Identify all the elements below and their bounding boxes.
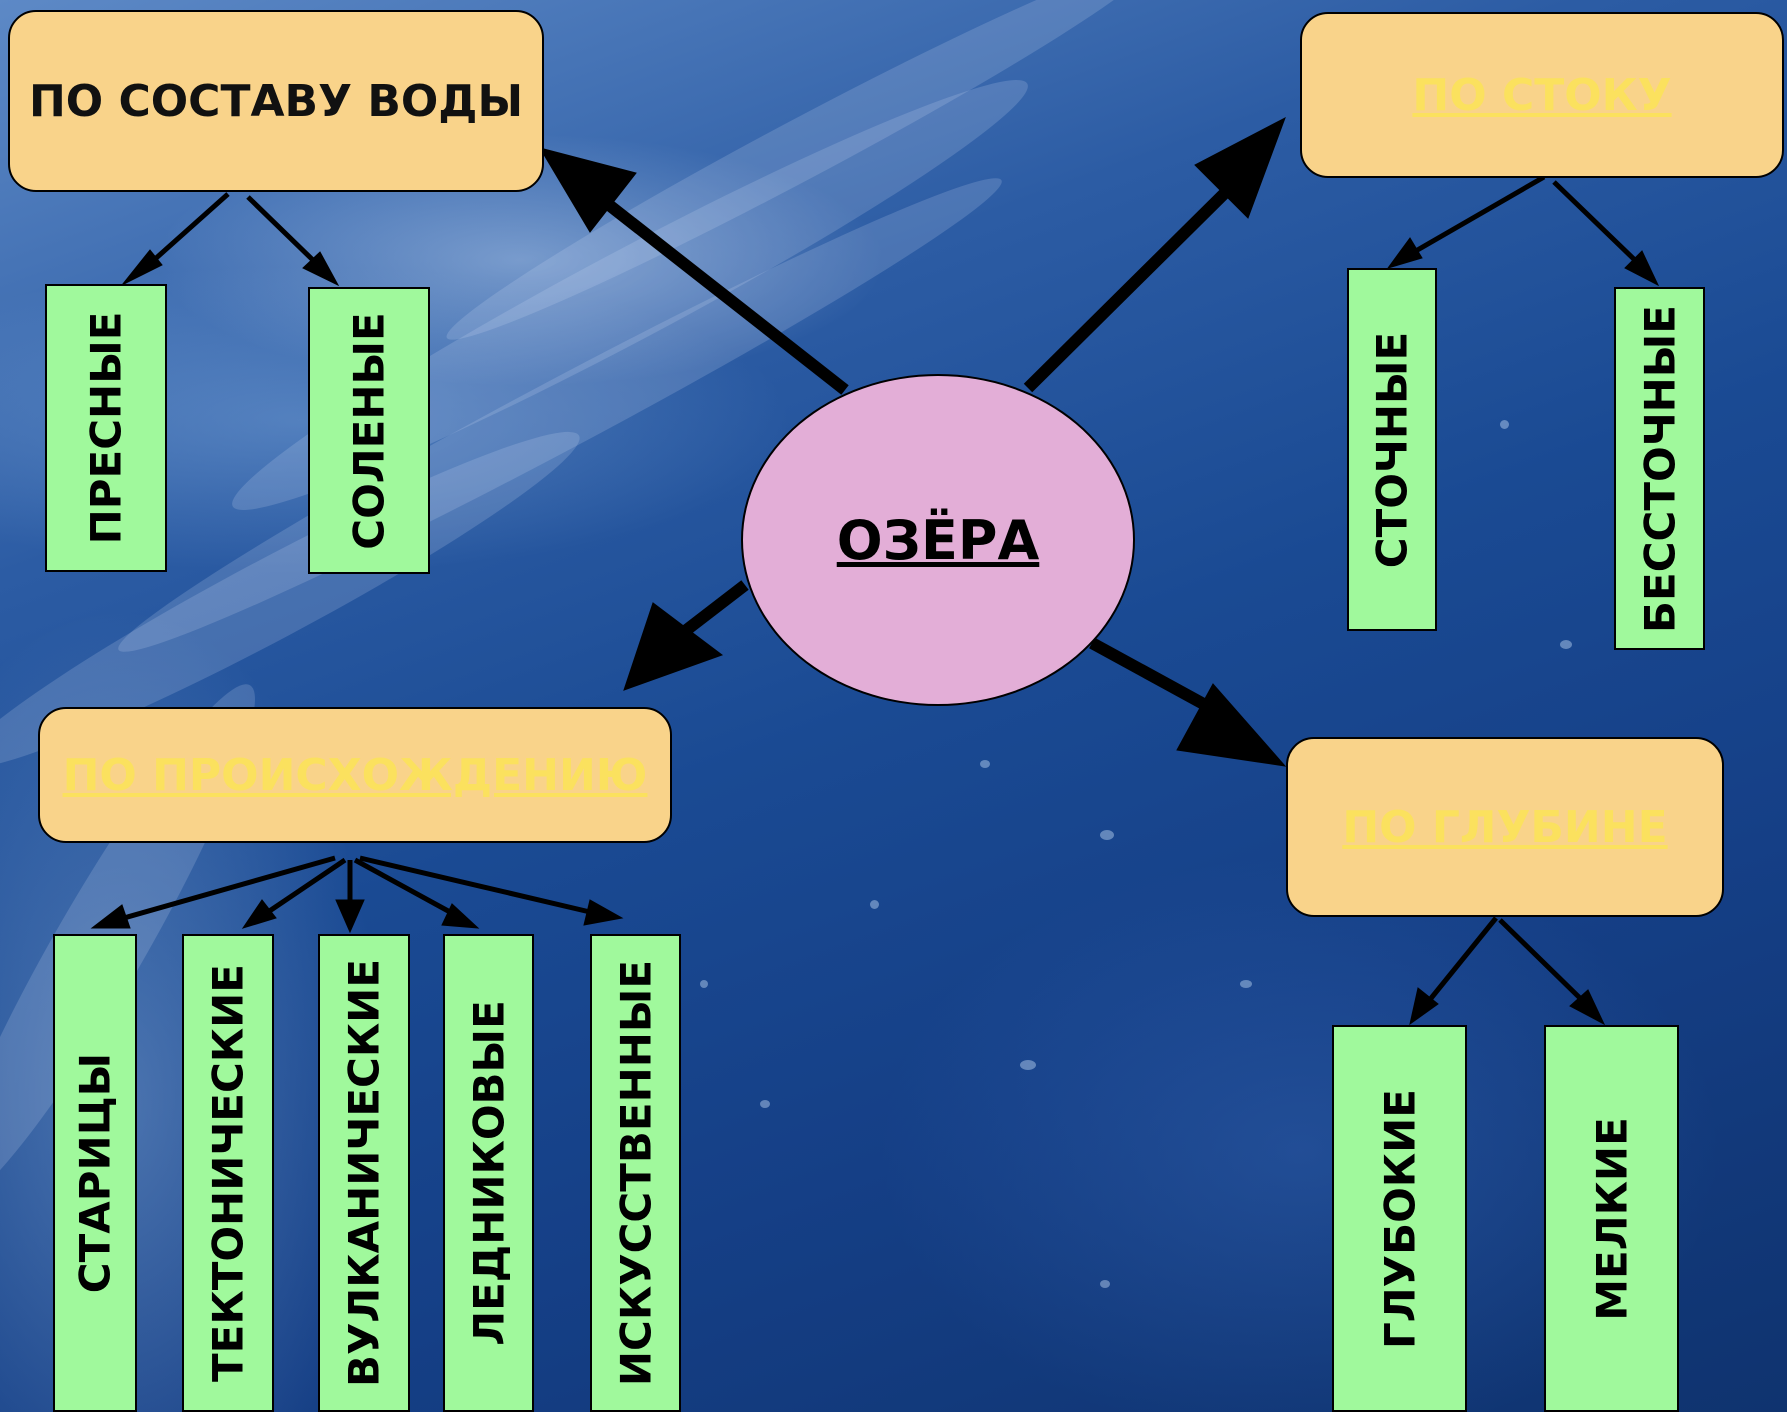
arrowhead-presnye <box>121 249 163 286</box>
category-origin-link[interactable]: ПО ПРОИСХОЖДЕНИЮ <box>38 707 672 843</box>
arrowhead-tektonicheskie <box>241 899 277 929</box>
arrowhead-stochnye <box>1386 237 1423 269</box>
leaf-besstochnye: БЕССТОЧНЫЕ <box>1614 287 1705 650</box>
arrowhead-origin <box>623 602 724 691</box>
category-composition: ПО СОСТАВУ ВОДЫ <box>8 10 544 192</box>
center-node-lakes: ОЗЁРА <box>741 374 1135 706</box>
leaf-solenye: СОЛЕНЫЕ <box>308 287 430 574</box>
category-runoff-label[interactable]: ПО СТОКУ <box>1412 69 1672 121</box>
leaf-stochnye: СТОЧНЫЕ <box>1347 268 1437 631</box>
category-origin-label[interactable]: ПО ПРОИСХОЖДЕНИЮ <box>62 749 648 801</box>
category-depth-link[interactable]: ПО ГЛУБИНЕ <box>1286 737 1724 917</box>
arrow-center-to-depth <box>1089 637 1223 719</box>
arrow-center-to-runoff <box>1023 173 1245 393</box>
leaf-presnye: ПРЕСНЫЕ <box>45 284 167 572</box>
leaf-melkie-label: МЕЛКИЕ <box>1587 1116 1636 1321</box>
leaf-iskusstvennye-label: ИСКУССТВЕННЫЕ <box>611 959 660 1387</box>
arrowhead-iskusstvennye <box>583 899 624 926</box>
leaf-vulkanicheskie: ВУЛКАНИЧЕСКИЕ <box>318 934 410 1412</box>
leaf-tektonicheskie: ТЕКТОНИЧЕСКИЕ <box>182 934 274 1412</box>
leaf-lednikovye-label: ЛЕДНИКОВЫЕ <box>464 1000 513 1346</box>
arrow-center-to-origin <box>676 580 749 640</box>
category-runoff-link[interactable]: ПО СТОКУ <box>1300 12 1784 178</box>
arrowhead-vulkanicheskie <box>335 899 365 934</box>
arrowhead-composition <box>538 147 637 233</box>
arrowhead-besstochnye <box>1624 250 1660 287</box>
center-label: ОЗЁРА <box>836 508 1040 572</box>
arrowhead-glubokie <box>1409 987 1439 1026</box>
arrowhead-melkie <box>1569 989 1606 1026</box>
leaf-presnye-label: ПРЕСНЫЕ <box>81 311 131 545</box>
arrowhead-runoff <box>1194 116 1286 219</box>
leaf-iskusstvennye: ИСКУССТВЕННЫЕ <box>590 934 681 1412</box>
category-depth-label[interactable]: ПО ГЛУБИНЕ <box>1342 801 1668 853</box>
leaf-glubokie: ГЛУБОКИЕ <box>1332 1025 1467 1412</box>
arrow-center-to-composition <box>586 185 849 395</box>
leaf-melkie: МЕЛКИЕ <box>1544 1025 1679 1412</box>
arrowhead-lednikovye <box>441 903 480 929</box>
leaf-glubokie-label: ГЛУБОКИЕ <box>1375 1088 1424 1349</box>
leaf-stochnye-label: СТОЧНЫЕ <box>1367 331 1417 568</box>
leaf-solenye-label: СОЛЕНЫЕ <box>344 311 394 550</box>
arrowhead-solenye <box>302 251 340 287</box>
arrowhead-staritsy <box>90 904 131 929</box>
leaf-vulkanicheskie-label: ВУЛКАНИЧЕСКИЕ <box>339 958 389 1388</box>
leaf-lednikovye: ЛЕДНИКОВЫЕ <box>443 934 534 1412</box>
leaf-staritsy: СТАРИЦЫ <box>53 934 137 1412</box>
leaf-staritsy-label: СТАРИЦЫ <box>70 1052 120 1294</box>
category-composition-label: ПО СОСТАВУ ВОДЫ <box>28 75 524 127</box>
leaf-tektonicheskie-label: ТЕКТОНИЧЕСКИЕ <box>203 964 253 1382</box>
arrowhead-depth <box>1176 683 1287 767</box>
leaf-besstochnye-label: БЕССТОЧНЫЕ <box>1635 304 1684 633</box>
